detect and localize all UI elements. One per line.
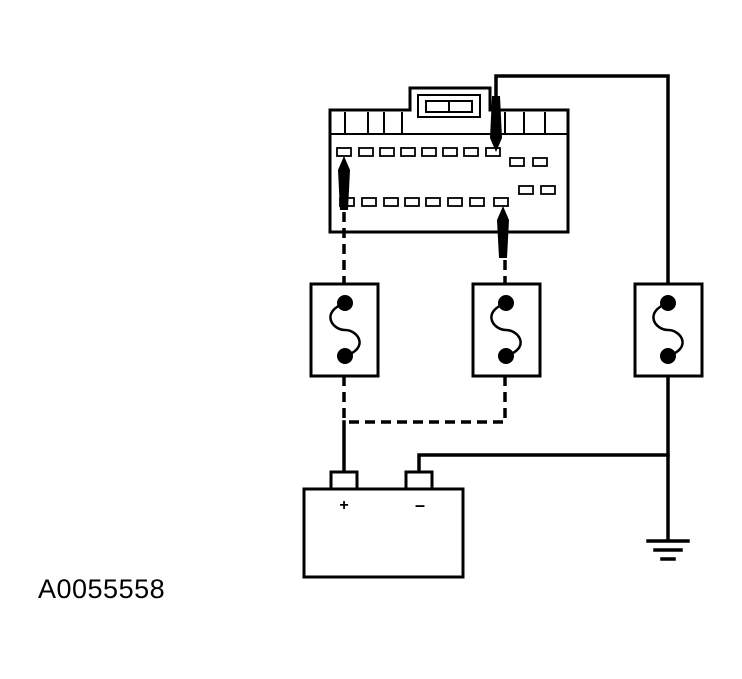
wire-lead-middle-lower — [344, 376, 507, 424]
connector-pin-row-bottom — [339, 197, 509, 207]
probe-left — [338, 156, 350, 210]
probe-middle — [497, 206, 509, 258]
connector-ribs — [330, 112, 568, 135]
battery-icon: + – — [302, 470, 465, 579]
probe-top-right — [490, 96, 502, 152]
figure-reference-id: A0055558 — [38, 574, 166, 604]
connector-module — [328, 86, 570, 234]
battery-positive-label: + — [339, 497, 348, 514]
ground-icon — [646, 539, 690, 561]
wire-ground-return — [417, 74, 670, 542]
fuse-icon — [633, 282, 704, 378]
battery-negative-label: – — [415, 495, 425, 515]
connector-pin-row-top — [336, 147, 548, 167]
fuse-icon — [309, 282, 380, 378]
fuse-icon — [471, 282, 542, 378]
